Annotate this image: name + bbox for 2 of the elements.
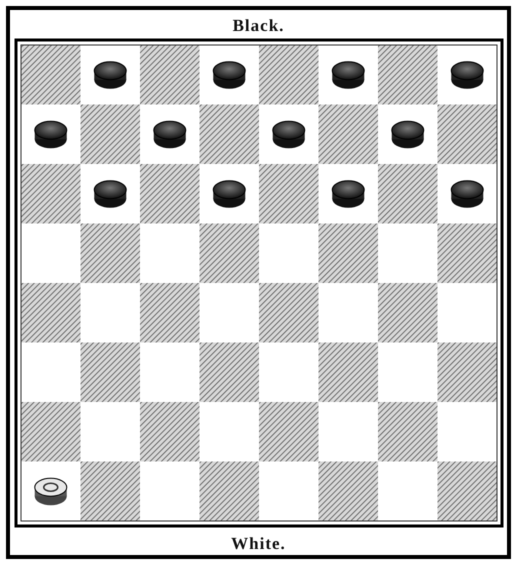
board-label: White. [230, 534, 287, 554]
board-label: Black. [232, 16, 286, 36]
